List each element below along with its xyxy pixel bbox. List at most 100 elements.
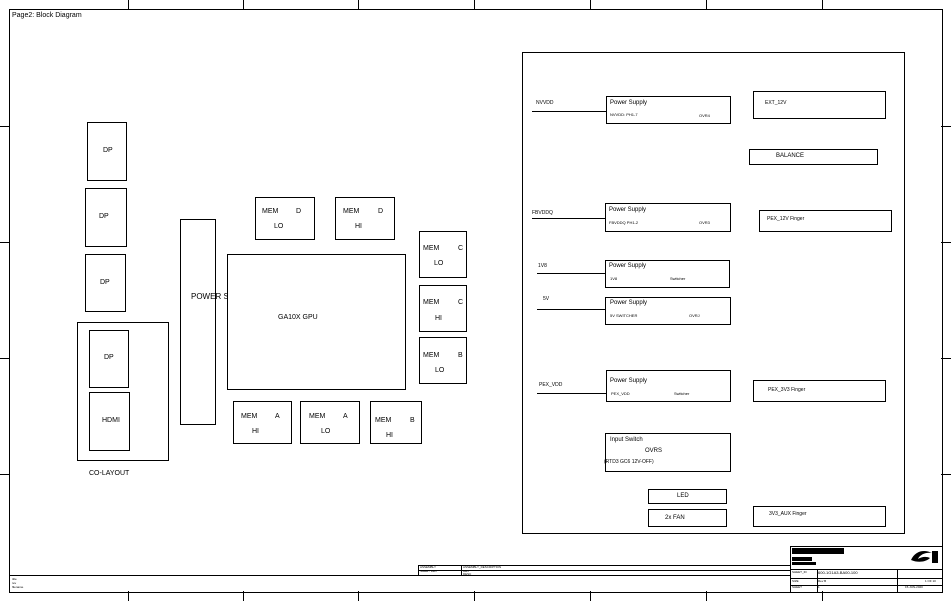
pex-3v3-label: PEX_3V3 Finger [768, 387, 806, 393]
tb-mid-a1: ASSEMBLY [420, 565, 436, 569]
mem-a-hi: MEM A HI [233, 401, 292, 444]
company-name-redacted [792, 548, 844, 554]
ps-sub: 5V SWITCHER [610, 313, 638, 318]
tb-r-right-2: 15-JUN-2020 [905, 585, 923, 589]
mem-channel: D [378, 208, 384, 215]
tb-left-1: title [12, 577, 17, 581]
tb-r-label-2: SIZE [792, 579, 799, 583]
tb-r-val-2: 1 [818, 585, 820, 589]
tb-part-number: 600-1G1A3-BA00-100 [818, 570, 858, 575]
input-switch-sub: (RTD3 GC6 12V-OFF) [604, 459, 654, 465]
frame-bottom-ticks [0, 591, 951, 601]
tb-r-label-3: SHEET [792, 585, 803, 589]
mem-position: LO [274, 223, 284, 230]
ps-sub: FBVDDQ PH1-2 [609, 220, 639, 225]
mem-a-lo: MEM A LO [300, 401, 360, 444]
dp-connector-2: DP [85, 188, 127, 247]
ps-title: Power Supply [609, 263, 647, 269]
mem-label: MEM [343, 208, 360, 215]
tb-left-3: filename [12, 585, 24, 589]
dp-connector-1: DP [87, 122, 127, 181]
input-switch-title: Input Switch [610, 437, 643, 443]
tb-mid-b3: DESC [463, 572, 472, 576]
mem-channel: C [458, 245, 464, 252]
ps-title: Power Supply [610, 378, 648, 384]
mem-channel: A [275, 413, 280, 420]
tb-r-val-1: Rev B [818, 579, 827, 583]
mem-c-hi: MEM C HI [419, 285, 467, 332]
frame-top-ticks [0, 0, 951, 9]
input-switch-tag: OVRS [645, 448, 663, 454]
rail-label-pex-vdd: PEX_VDD [539, 382, 563, 388]
mem-position: LO [321, 428, 331, 435]
power-supply-1v8: Power Supply 1V8 Switcher [605, 260, 730, 288]
balance-label: BALANCE [776, 153, 805, 159]
mem-position: HI [252, 428, 259, 435]
ps-tag: OVRJ [689, 313, 700, 318]
led-label: LED [677, 493, 689, 499]
aux-3v3-label: 3V3_AUX Finger [769, 511, 807, 517]
tb-mid-b2: REV [463, 569, 470, 573]
rail-line-1v8 [537, 273, 605, 274]
led-block: LED [648, 489, 727, 504]
mem-label: MEM [241, 413, 258, 420]
mem-label: MEM [423, 299, 440, 306]
tb-mid-b1: ASSEMBLY_DESCRIPTION [463, 565, 502, 569]
mem-b-hi: MEM B HI [370, 401, 422, 444]
ps-tag: Switcher [670, 276, 686, 281]
aux-3v3-finger: 3V3_AUX Finger [753, 506, 886, 527]
mem-d-hi: MEM D HI [335, 197, 395, 240]
titleblock-strip [9, 575, 790, 592]
pex-12v-finger: PEX_12V Finger [759, 210, 892, 232]
fan-block: 2x FAN [648, 509, 727, 527]
mem-label: MEM [423, 245, 440, 252]
tb-left-2: rev [12, 581, 17, 585]
mem-d-lo: MEM D LO [255, 197, 315, 240]
ps-tag: OVR4 [699, 113, 710, 118]
tb-right [790, 546, 942, 592]
power-supply-label: POWER SUPPLY [191, 292, 255, 301]
power-supply-pex-vdd: Power Supply PEX_VDD Switcher [606, 370, 731, 402]
rail-line-pex-vdd [537, 393, 606, 394]
ps-sub: 1V8 [610, 276, 618, 281]
power-supply-5v: Power Supply 5V SWITCHER OVRJ [605, 297, 731, 325]
company-addr-redacted-1 [792, 557, 812, 561]
ext-12v-label: EXT_12V [765, 100, 787, 106]
mem-channel: B [458, 352, 463, 359]
rail-label-5v: 5V [543, 296, 550, 302]
mem-channel: D [296, 208, 302, 215]
rail-label-1v8: 1V8 [538, 263, 547, 269]
ps-title: Power Supply [610, 100, 648, 106]
mem-position: HI [355, 223, 362, 230]
dp-label: DP [100, 279, 110, 286]
mem-position: HI [386, 432, 393, 439]
pex-3v3-finger: PEX_3V3 Finger [753, 380, 886, 402]
mem-channel: C [458, 299, 464, 306]
power-supply-block [180, 219, 216, 425]
dp-connector-4: DP [89, 330, 129, 388]
frame-left-ticks [0, 0, 9, 601]
tb-mid-a2: SHEET REV [420, 569, 437, 573]
ps-tag: Switcher [674, 391, 690, 396]
ps-tag: OVR3 [699, 220, 710, 225]
mem-channel: B [410, 417, 415, 424]
ext-12v-block: EXT_12V [753, 91, 886, 119]
frame-right-ticks [941, 0, 951, 601]
mem-channel: A [343, 413, 348, 420]
mem-position: LO [435, 367, 445, 374]
mem-label: MEM [423, 352, 440, 359]
mem-position: HI [435, 315, 442, 322]
gpu-label: GA10X GPU [278, 314, 318, 321]
dp-label: DP [103, 147, 113, 154]
mem-label: MEM [309, 413, 326, 420]
power-supply-fbvddq: Power Supply FBVDDQ PH1-2 OVR3 [605, 203, 731, 232]
logo-icon [908, 548, 940, 566]
input-switch: Input Switch OVRS (RTD3 GC6 12V-OFF) [604, 433, 731, 472]
company-addr-redacted-2 [792, 562, 816, 565]
dp-label: DP [104, 354, 114, 361]
tb-mid [418, 565, 791, 576]
gpu-block: GA10X GPU [227, 254, 406, 390]
pex-12v-label: PEX_12V Finger [767, 216, 805, 222]
dp-connector-3: DP [85, 254, 126, 312]
hdmi-connector: HDMI [89, 392, 130, 451]
